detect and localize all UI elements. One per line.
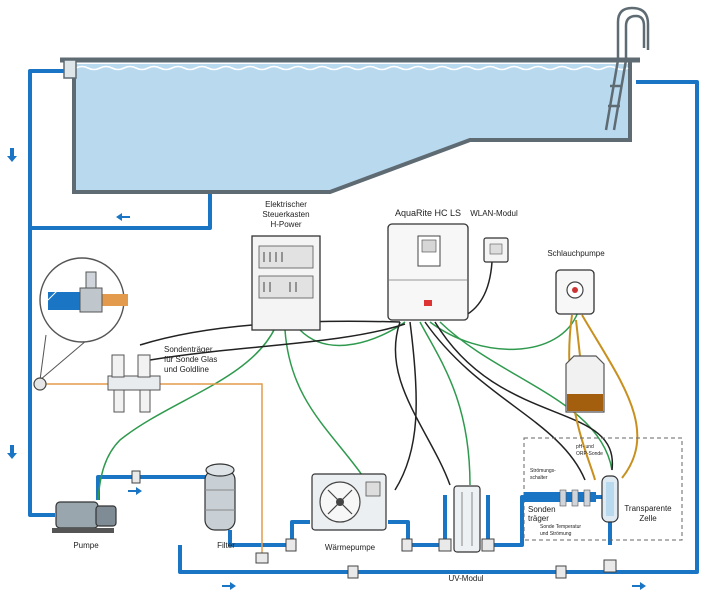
pump-to-filter-pipe bbox=[96, 475, 212, 500]
valve-icon bbox=[401, 538, 413, 552]
valve-icon bbox=[255, 552, 269, 564]
valve-detail bbox=[33, 257, 128, 391]
valve-fitting bbox=[33, 377, 47, 391]
outlet-pipe-left bbox=[28, 69, 68, 517]
wifi-module: WLAN-Modul bbox=[470, 209, 518, 263]
cable-green bbox=[299, 321, 406, 347]
water-surface bbox=[75, 65, 629, 71]
sensor-cell-group: Sonden träger Transparente Zelle pH- und… bbox=[523, 437, 683, 541]
arrow-down-icon bbox=[7, 445, 17, 459]
flow-arrows bbox=[7, 148, 646, 590]
skimmer bbox=[63, 59, 77, 79]
uv-module: UV-Modul bbox=[448, 485, 484, 583]
arrow-left-icon bbox=[116, 213, 130, 221]
valve-icon bbox=[481, 538, 495, 552]
aquarite-controller: AquaRite HC LS bbox=[387, 208, 469, 321]
sensor-holder-label: für Sonde Glas bbox=[164, 355, 217, 364]
pool-water bbox=[74, 64, 630, 192]
cable-gold bbox=[575, 319, 581, 357]
arrow-right-icon bbox=[222, 582, 236, 590]
skimmer-pipe bbox=[30, 192, 212, 230]
cable-green bbox=[284, 329, 363, 476]
arrow-right-icon bbox=[632, 582, 646, 590]
cable-dark bbox=[149, 323, 406, 361]
control-box-label: Steuerkasten bbox=[262, 210, 309, 219]
peristaltic-pump: Schlauchpumpe bbox=[547, 249, 605, 315]
filter-label: Filter bbox=[217, 541, 235, 550]
cables bbox=[40, 261, 639, 560]
cable-green bbox=[439, 321, 613, 471]
control-box: Elektrischer Steuerkasten H-Power bbox=[251, 200, 321, 331]
valve-icon bbox=[438, 538, 452, 552]
uv-label: UV-Modul bbox=[448, 574, 483, 583]
valve-icon bbox=[347, 565, 359, 579]
flow-label: schalter bbox=[530, 475, 548, 481]
cable-dark bbox=[394, 321, 451, 486]
sensor-holder-label: und Goldline bbox=[164, 365, 209, 374]
cell-label: Zelle bbox=[639, 514, 657, 523]
valve-icon bbox=[131, 470, 141, 484]
valve-icon bbox=[603, 559, 617, 573]
pool bbox=[60, 6, 650, 194]
acid-tank bbox=[565, 355, 605, 413]
valve-icon bbox=[555, 565, 567, 579]
cable-green bbox=[429, 311, 579, 350]
orp-label: pH- und bbox=[576, 444, 594, 450]
pool-pump: Pumpe bbox=[52, 501, 117, 550]
filter-to-heatpump-pipe bbox=[228, 520, 310, 547]
sensor-holder-top: Sondenträger für Sonde Glas und Goldline bbox=[107, 345, 217, 413]
heatpump-label: Wärmepumpe bbox=[325, 543, 376, 552]
valve-icon bbox=[285, 538, 297, 552]
cable-gold bbox=[568, 314, 596, 481]
arrow-down-icon bbox=[7, 148, 17, 162]
sensor-holder-bottom-label: Sonden bbox=[528, 505, 556, 514]
temp-label: Sonde Temperatur bbox=[540, 524, 581, 530]
cable-gold bbox=[581, 314, 639, 479]
wifi-label: WLAN-Modul bbox=[470, 209, 518, 218]
controller-label: AquaRite HC LS bbox=[395, 208, 461, 218]
heat-pump: Wärmepumpe bbox=[311, 473, 387, 552]
sand-filter: Filter bbox=[204, 463, 236, 550]
orp-label: ORP-Sonde bbox=[576, 451, 603, 457]
cable-green bbox=[97, 327, 276, 501]
cable-green bbox=[419, 321, 471, 486]
cable-dark bbox=[424, 321, 586, 481]
peristaltic-label: Schlauchpumpe bbox=[547, 249, 605, 258]
temp-label: und Strömung bbox=[540, 531, 572, 537]
arrow-right-icon bbox=[128, 487, 142, 495]
cable-dark bbox=[394, 321, 417, 491]
pool-wall bbox=[72, 60, 632, 194]
fittings bbox=[131, 470, 617, 579]
flow-label: Strömungs- bbox=[530, 468, 556, 474]
pool-ladder bbox=[604, 6, 650, 131]
uv-to-cell-pipe bbox=[486, 495, 612, 547]
control-box-label: H-Power bbox=[270, 220, 301, 229]
pump-label: Pumpe bbox=[73, 541, 99, 550]
cable-dark bbox=[434, 321, 613, 471]
control-box-label: Elektrischer bbox=[265, 200, 307, 209]
return-pipe-right bbox=[178, 80, 699, 574]
cell-label: Transparente bbox=[624, 504, 672, 513]
sensor-holder-label: Sondenträger bbox=[164, 345, 213, 354]
sensor-holder-bottom-label: träger bbox=[528, 514, 549, 523]
heatpump-to-uv-pipe bbox=[388, 495, 447, 547]
